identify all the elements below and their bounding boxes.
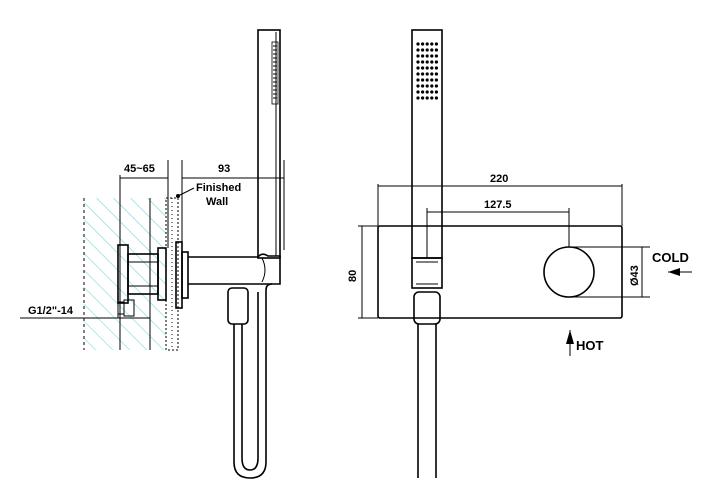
spray-nozzle xyxy=(421,78,425,82)
spray-nozzle xyxy=(416,48,420,52)
dim-total-label: 220 xyxy=(490,173,508,185)
hose-connector-front xyxy=(413,291,441,325)
spray-nozzle xyxy=(421,72,425,76)
cold-arrow-head xyxy=(668,268,680,276)
wall-hatch-area xyxy=(84,198,168,350)
spray-nozzle xyxy=(434,66,438,70)
valve-collar xyxy=(157,247,167,301)
spray-nozzles-side xyxy=(271,41,279,105)
spray-nozzle xyxy=(425,72,429,76)
front-wall-plate xyxy=(377,225,623,319)
spray-nozzle xyxy=(421,48,425,52)
dim-center-label: 127.5 xyxy=(484,199,512,211)
leader-line xyxy=(177,187,195,197)
spray-nozzle xyxy=(434,90,438,94)
spray-nozzle xyxy=(430,90,434,94)
spray-nozzle xyxy=(425,54,429,58)
spray-nozzle xyxy=(425,96,429,100)
spray-nozzle xyxy=(416,42,420,46)
spray-nozzle xyxy=(416,78,420,82)
spray-nozzle xyxy=(421,66,425,70)
finished-wall-label: Finished xyxy=(196,182,241,194)
spray-nozzle xyxy=(430,54,434,58)
spray-nozzle xyxy=(421,54,425,58)
spray-nozzle xyxy=(425,60,429,64)
spray-nozzle xyxy=(434,54,438,58)
spray-nozzle xyxy=(421,96,425,100)
spray-nozzle xyxy=(430,96,434,100)
hot-label: HOT xyxy=(576,338,604,353)
spray-nozzle xyxy=(434,96,438,100)
dim-height-label: 80 xyxy=(347,270,359,282)
hose-connector xyxy=(227,287,249,325)
spray-nozzle xyxy=(430,60,434,64)
spray-nozzle xyxy=(425,90,429,94)
spray-nozzle xyxy=(434,84,438,88)
spray-nozzle xyxy=(430,78,434,82)
spray-nozzle xyxy=(434,42,438,46)
spray-nozzle xyxy=(425,42,429,46)
spray-face xyxy=(416,42,438,100)
spray-nozzle xyxy=(421,84,425,88)
dim-width-label: 45~65 xyxy=(124,163,155,175)
spray-nozzle xyxy=(430,42,434,46)
side-view: 45~65 93 Finished Wall G1/2"-14 xyxy=(20,29,285,479)
control-knob[interactable] xyxy=(543,246,595,298)
spray-nozzle xyxy=(434,48,438,52)
spray-nozzle xyxy=(416,84,420,88)
dim-offset-label: 93 xyxy=(218,163,230,175)
spray-nozzle xyxy=(430,48,434,52)
thread-label: G1/2"-14 xyxy=(28,305,74,317)
spray-nozzle xyxy=(425,66,429,70)
spray-nozzle xyxy=(416,60,420,64)
front-view: 220 127.5 80 Ø43 COLD HOT xyxy=(347,29,692,478)
cold-label: COLD xyxy=(652,250,689,265)
spray-nozzle xyxy=(416,72,420,76)
spray-nozzle xyxy=(421,60,425,64)
finished-wall-label-2: Wall xyxy=(206,196,228,208)
dim-diameter-label: Ø43 xyxy=(629,265,641,286)
handshower-body xyxy=(257,29,281,259)
hose-outer xyxy=(233,283,273,479)
spray-nozzle xyxy=(421,42,425,46)
holder-arm-curve xyxy=(261,257,266,283)
spray-nozzle xyxy=(425,84,429,88)
spray-nozzle xyxy=(434,60,438,64)
hose-inner xyxy=(241,292,259,471)
spray-nozzle xyxy=(416,54,420,58)
spray-nozzle xyxy=(430,84,434,88)
spray-nozzle xyxy=(425,78,429,82)
spray-nozzle xyxy=(416,66,420,70)
spray-nozzle xyxy=(430,66,434,70)
spray-nozzle xyxy=(416,96,420,100)
spray-nozzle xyxy=(421,90,425,94)
spray-nozzle xyxy=(425,48,429,52)
spray-nozzle xyxy=(416,90,420,94)
spray-nozzle xyxy=(430,72,434,76)
spray-nozzle xyxy=(434,78,438,82)
wall-plate-front xyxy=(181,251,189,299)
spray-nozzle xyxy=(434,72,438,76)
